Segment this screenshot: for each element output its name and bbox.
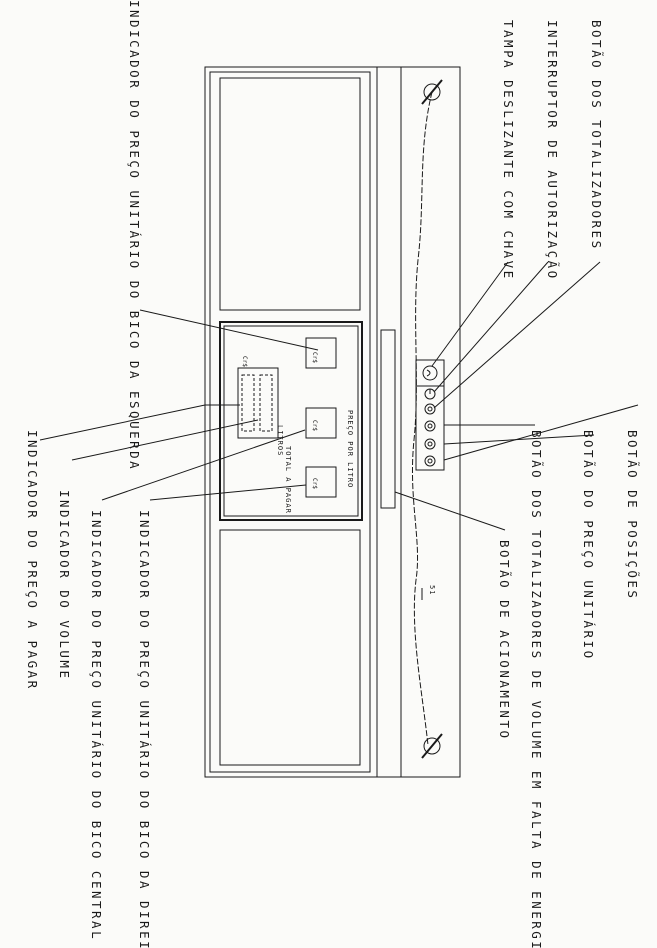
label-botao-totalizadores: BOTÃO DOS TOTALIZADORES (589, 20, 604, 251)
cifrao-total: Cr$ (241, 356, 248, 367)
label-bico-direita: INDICADOR DO PREÇO UNITÁRIO DO BICO DA D… (137, 510, 152, 948)
button-cluster-box (415, 359, 445, 471)
label-preco-pagar: INDICADOR DO PREÇO A PAGAR (25, 430, 40, 691)
price-indicator-center (305, 407, 337, 439)
hose-cable (411, 91, 433, 746)
leader-bico-direita (149, 484, 307, 501)
label-acionamento: BOTÃO DE ACIONAMENTO (497, 540, 512, 741)
leader-interruptor (433, 261, 549, 393)
price-indicator-right (305, 466, 337, 498)
litros-label: LITROS (276, 425, 284, 456)
nozzle-top-icon (421, 79, 443, 105)
leader-preco-unitario (443, 434, 595, 445)
leader-volume (71, 419, 259, 461)
label-falta-energia: BOTÃO DOS TOTALIZADORES DE VOLUME EM FAL… (529, 430, 544, 948)
display-box-inner (223, 325, 359, 517)
positions-button-icon (424, 455, 436, 467)
label-preco-unitario: BOTÃO DO PREÇO UNITÁRIO (581, 430, 596, 661)
upper-window (219, 77, 361, 311)
leader-bico-central (101, 429, 306, 501)
lower-window (219, 529, 361, 766)
leader-posicoes (443, 404, 639, 461)
label-bico-central: INDICADOR DO PREÇO UNITÁRIO DO BICO CENT… (89, 510, 104, 941)
price-indicator-left (305, 337, 337, 369)
housing-outer (204, 66, 461, 778)
housing-front-panel (209, 71, 371, 773)
leader-bico-esquerda (139, 309, 319, 351)
label-tampa-deslizante: TAMPA DESLIZANTE COM CHAVE (501, 20, 516, 281)
cable-mark: 51 (428, 585, 436, 595)
activation-button-slot (380, 329, 396, 509)
totalizer-button-icon (424, 403, 436, 415)
key-slot-icon (422, 365, 438, 381)
display-box-outer (219, 321, 363, 521)
unit-price-button-icon (424, 438, 436, 450)
total-digits (241, 374, 255, 432)
leader-tampa (431, 261, 509, 367)
leader-acionamento (394, 491, 506, 531)
cifrao-right: Cr$ (311, 478, 318, 489)
power-fail-button-icon (424, 420, 436, 432)
label-volume: INDICADOR DO VOLUME (57, 490, 72, 681)
nozzle-bottom-icon (421, 733, 443, 759)
cifrao-left: Cr$ (311, 352, 318, 363)
label-posicoes: BOTÃO DE POSIÇÕES (625, 430, 640, 600)
label-interruptor: INTERRUPTOR DE AUTORIZAÇÃO (545, 20, 560, 281)
label-bico-esquerda: INDICADOR DO PREÇO UNITÁRIO DO BICO DA E… (127, 0, 142, 471)
leader-totalizadores (433, 261, 601, 409)
volume-digits (259, 374, 273, 432)
total-volume-display (237, 367, 279, 439)
cifrao-center: Cr$ (311, 420, 318, 431)
total-a-pagar-label: TOTAL A PAGAR (284, 446, 292, 514)
leader-preco-pagar (39, 404, 206, 441)
preco-por-litro-label: PREÇO POR LITRO (346, 410, 354, 488)
